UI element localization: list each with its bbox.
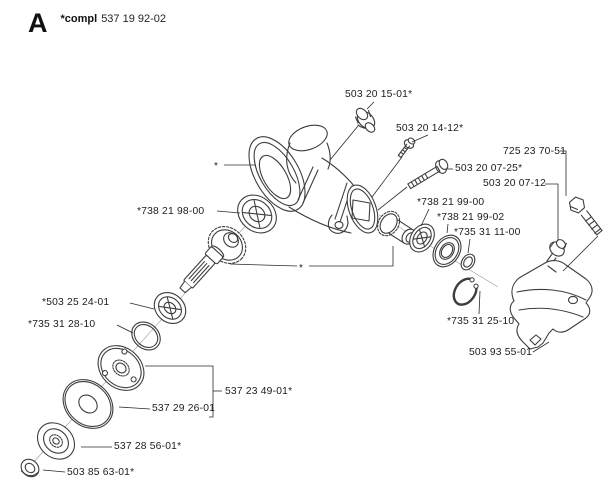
part-label-738-21-98-00: *738 21 98-00 [137, 206, 205, 217]
ring-735-31-28-10 [131, 321, 161, 351]
support-cup-537-28-56-01 [36, 422, 76, 460]
clamp-bracket-503-93-55-01 [509, 260, 593, 350]
part-label-735-31-25-10: *735 31 25-10 [447, 316, 515, 327]
support-flange-disc [97, 345, 145, 391]
part-label-503-20-14-12: 503 20 14-12* [396, 123, 464, 134]
washer-537-29-26-01 [62, 379, 114, 429]
part-label-735-31-28-10: *735 31 28-10 [28, 319, 96, 330]
washer-735-31-11-00 [460, 253, 476, 271]
part-label-735-31-11-00: *735 31 11-00 [454, 227, 521, 238]
part-label-537-29-26-01: 537 29 26-01 [152, 403, 216, 414]
part-label-503-20-07-12: 503 20 07-12 [483, 178, 547, 189]
bearing-738-21-99-00 [409, 223, 435, 253]
bolt-725-23-70-51 [568, 196, 603, 236]
part-label-503-85-63-01: 503 85 63-01* [67, 467, 135, 478]
part-label-725-23-70-51: 725 23 70-51 [503, 146, 567, 157]
part-label-738-21-99-02: *738 21 99-02 [437, 212, 505, 223]
asterisk-marker-shaft-pinion: * [299, 263, 303, 274]
plug-503-20-15-01 [354, 107, 376, 133]
gearbox-housing [248, 124, 379, 234]
part-label-537-28-56-01: 537 28 56-01* [114, 441, 182, 452]
compl-part-number: 537 19 92-02 [101, 13, 167, 25]
part-label-503-93-55-01: 503 93 55-01 [469, 347, 533, 358]
asterisk-marker-housing: * [214, 161, 218, 172]
leader-lines [42, 101, 599, 473]
part-label-738-21-99-00: *738 21 99-00 [417, 197, 485, 208]
part-label-503-20-07-25: 503 20 07-25* [455, 163, 523, 174]
output-shaft [179, 245, 225, 294]
circlip-735-31-25-10 [452, 277, 479, 306]
view-letter: A [28, 8, 48, 38]
screw-503-20-14-12 [397, 137, 416, 158]
bearing-738-21-99-02 [432, 234, 462, 268]
part-label-503-25-24-01: *503 25 24-01 [42, 297, 110, 308]
compl-label: *compl [60, 13, 98, 25]
bearing-503-25-24-01 [153, 292, 187, 324]
part-label-537-23-49-01: 537 23 49-01* [225, 386, 293, 397]
bearing-738-21-98-00 [237, 194, 277, 234]
nut-503-85-63-01 [20, 458, 40, 478]
screw-503-20-07-25 [407, 158, 449, 190]
part-label-503-20-15-01: 503 20 15-01* [345, 89, 413, 100]
screw-503-20-07-12 [546, 239, 568, 267]
